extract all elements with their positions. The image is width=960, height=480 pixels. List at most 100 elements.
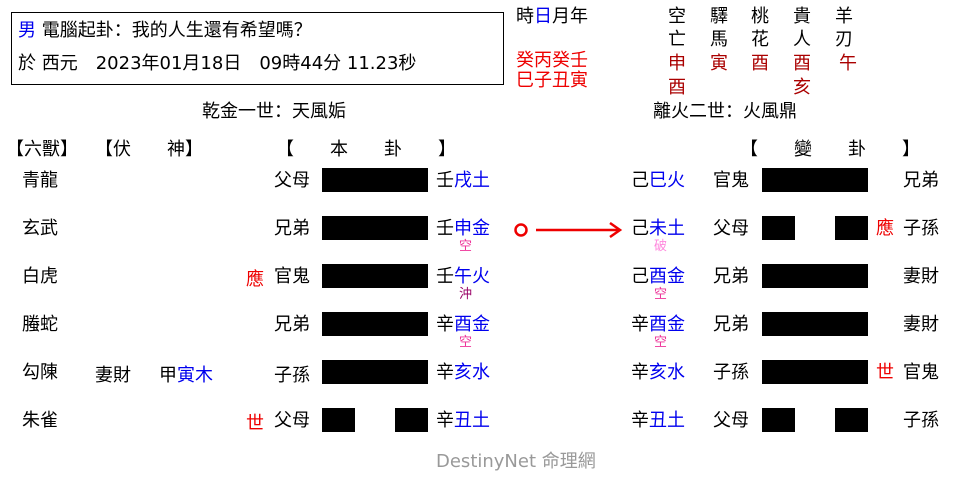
shensha-guiren-bottom: 人 [793, 29, 811, 50]
shensha-yima-top: 驛 [710, 6, 728, 27]
pillar-year-label: 年 [570, 6, 588, 27]
pillar-labels: 時日月年 [516, 8, 588, 26]
pillar-stems: 癸丙癸壬 [516, 50, 588, 71]
shensha-yima-value: 寅 [710, 53, 728, 74]
bian-relation: 官鬼 [713, 170, 749, 191]
yin-line-right [395, 408, 428, 432]
shensha-kongwang-top: 空 [668, 6, 686, 27]
bian-relation: 父母 [713, 218, 749, 239]
six-beasts-header: 【六獸】 [6, 139, 78, 160]
pillar-day-label: 日 [534, 6, 552, 27]
kong-note: 空 [654, 335, 668, 350]
ben-stem-branch: 辛亥水 [436, 362, 490, 383]
ben-stem-branch: 辛酉金 [436, 314, 490, 335]
yin-line-left [762, 408, 795, 432]
shi-mark: 世 [246, 413, 264, 434]
ying-mark: 應 [246, 269, 264, 290]
bian-right-relation: 子孫 [903, 218, 939, 239]
moving-line-arrow-icon [514, 222, 623, 238]
ben-relation: 兄弟 [274, 218, 310, 239]
po-note: 破 [654, 239, 668, 254]
shensha-guiren-value: 酉 [793, 53, 811, 74]
yin-line-right [835, 216, 868, 240]
bian-right-relation: 子孫 [903, 410, 939, 431]
ben-relation: 子孫 [274, 365, 310, 386]
footer-brand: DestinyNet 命理網 [436, 451, 596, 472]
bian-stem-branch: 辛亥水 [631, 362, 685, 383]
shensha-taohua-value: 酉 [751, 53, 769, 74]
kong-note: 空 [459, 335, 473, 350]
six-beast: 青龍 [22, 170, 58, 191]
bian-stem-branch: 己未土 [631, 218, 685, 239]
shensha-kongwang-value: 申 [668, 53, 686, 74]
bian-gua-title: 離火二世：火風鼎 [653, 101, 797, 122]
ben-stem-branch: 壬申金 [436, 218, 490, 239]
yang-line [322, 312, 428, 336]
bian-stem-branch: 辛酉金 [631, 314, 685, 335]
pillar-month-label: 月 [552, 6, 570, 27]
six-beast: 玄武 [22, 218, 58, 239]
ben-relation: 父母 [274, 170, 310, 191]
pillar-hour-label: 時 [516, 6, 534, 27]
yang-line [762, 360, 868, 384]
ben-stem-branch: 辛丑土 [436, 410, 490, 431]
yin-line-right [835, 408, 868, 432]
shensha-yima-bottom: 馬 [710, 29, 728, 50]
shensha-yangren-value: 午 [839, 53, 857, 74]
bian-right-relation: 官鬼 [903, 362, 939, 383]
header-box: 男 電腦起卦：我的人生還有希望嗎？ 於 西元 2023年01月18日 09時44… [11, 12, 504, 85]
six-beast: 螣蛇 [22, 314, 58, 335]
yang-line [762, 312, 868, 336]
bian-right-relation: 妻財 [903, 314, 939, 335]
ben-stem-branch: 壬戌土 [436, 170, 490, 191]
date-line: 於 西元 2023年01月18日 09時44分 11.23秒 [18, 53, 417, 74]
bian-relation: 兄弟 [713, 314, 749, 335]
ying-mark: 應 [876, 218, 894, 239]
shensha-yangren-top: 羊 [835, 6, 853, 27]
shensha-kongwang-bottom: 亡 [668, 29, 686, 50]
header-title-line: 男 電腦起卦：我的人生還有希望嗎？ [18, 22, 312, 40]
shensha-taohua-bottom: 花 [751, 29, 769, 50]
question-title: 電腦起卦：我的人生還有希望嗎？ [41, 20, 312, 41]
six-beast: 朱雀 [22, 410, 58, 431]
shensha-kongwang-value: 酉 [668, 77, 686, 98]
kong-note: 空 [459, 239, 473, 254]
bian-right-relation: 妻財 [903, 266, 939, 287]
shensha-guiren-value: 亥 [793, 77, 811, 98]
yang-line [762, 168, 868, 192]
yang-line [322, 168, 428, 192]
yin-line-left [322, 408, 355, 432]
fushen-header: 【伏 神】 [95, 139, 203, 160]
yang-line [322, 216, 428, 240]
yin-line-left [762, 216, 795, 240]
gender-label: 男 [18, 20, 36, 41]
bian-gua-header: 【 變 卦 】 [740, 139, 920, 160]
bian-stem-branch: 辛丑土 [631, 410, 685, 431]
ben-relation: 兄弟 [274, 314, 310, 335]
yang-line [322, 264, 428, 288]
bian-relation: 兄弟 [713, 266, 749, 287]
shi-mark: 世 [876, 362, 894, 383]
pillar-branches: 巳子丑寅 [516, 70, 588, 91]
ben-gua-title: 乾金一世：天風姤 [202, 101, 346, 122]
bian-relation: 子孫 [713, 362, 749, 383]
six-beast: 白虎 [22, 266, 58, 287]
kong-note: 空 [654, 287, 668, 302]
ben-relation: 官鬼 [274, 266, 310, 287]
ben-stem-branch: 壬午火 [436, 266, 490, 287]
six-beast: 勾陳 [22, 362, 58, 383]
fushen-relation: 妻財 [95, 365, 131, 386]
yang-line [322, 360, 428, 384]
bian-stem-branch: 己酉金 [631, 266, 685, 287]
yang-line [762, 264, 868, 288]
chong-note: 沖 [459, 287, 473, 302]
fushen-stem-branch: 甲寅木 [159, 365, 213, 386]
bian-stem-branch: 己巳火 [631, 170, 685, 191]
shensha-taohua-top: 桃 [751, 6, 769, 27]
ben-gua-header: 【 本 卦 】 [276, 139, 456, 160]
shensha-yangren-bottom: 刃 [835, 29, 853, 50]
bian-right-relation: 兄弟 [903, 170, 939, 191]
bian-relation: 父母 [713, 410, 749, 431]
shensha-guiren-top: 貴 [793, 6, 811, 27]
ben-relation: 父母 [274, 410, 310, 431]
